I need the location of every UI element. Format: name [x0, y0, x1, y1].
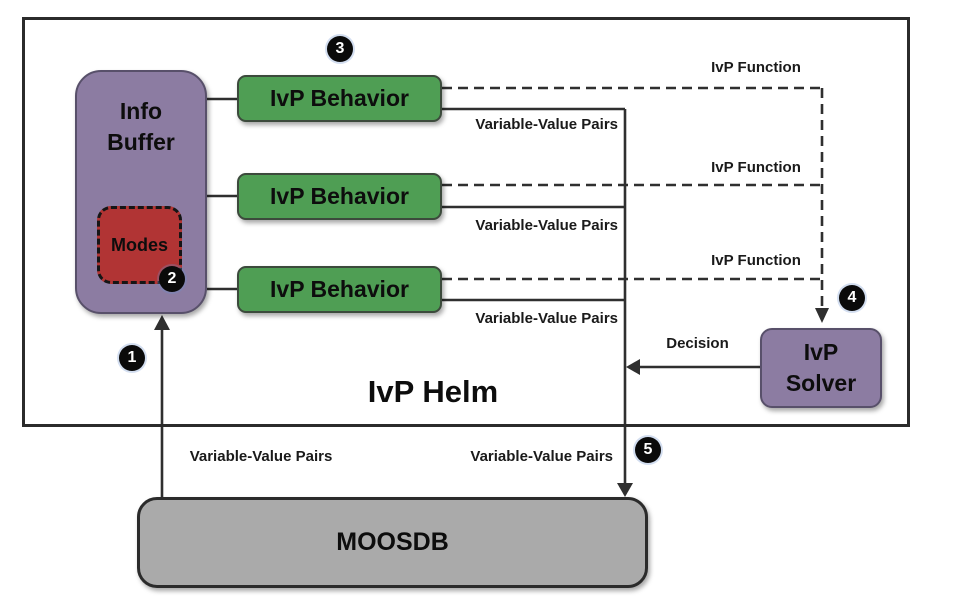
step-badge-5: 5: [635, 437, 661, 463]
ivp-helm-frame: [22, 17, 910, 427]
ivp-helm-title: IvP Helm: [367, 374, 499, 409]
info-buffer-label: Info Buffer: [107, 96, 175, 158]
info-buffer-label-line1: Info: [119, 98, 163, 124]
step-badge-1: 1: [119, 345, 145, 371]
ivp-behavior-label-2: IvP Behavior: [270, 182, 409, 209]
ivp-behavior-box-3: IvP Behavior: [237, 266, 442, 313]
info-buffer-label-line2: Buffer: [107, 129, 175, 156]
decision-label: Decision: [666, 335, 729, 352]
modes-box: Modes: [97, 206, 182, 284]
ivp-behavior-label-1: IvP Behavior: [270, 84, 409, 111]
ivp-function-label-1: IvP Function: [711, 59, 801, 76]
arrowhead-into-moosdb: [617, 483, 633, 497]
ivp-behavior-box-1: IvP Behavior: [237, 75, 442, 122]
step-badge-3: 3: [327, 36, 353, 62]
step-badge-2: 2: [159, 266, 185, 292]
ivp-solver-label-line1: IvP: [803, 338, 839, 365]
moosdb-label: MOOSDB: [336, 527, 449, 556]
ivp-function-label-3: IvP Function: [711, 252, 801, 269]
variable-value-pairs-label-moosdb-up: Variable-Value Pairs: [189, 448, 333, 465]
ivp-behavior-label-3: IvP Behavior: [270, 275, 409, 302]
variable-value-pairs-label-1: Variable-Value Pairs: [475, 116, 618, 133]
ivp-solver-label-line2: Solver: [785, 370, 857, 396]
ivp-behavior-box-2: IvP Behavior: [237, 173, 442, 220]
moosdb-box: MOOSDB: [137, 497, 648, 588]
step-badge-4: 4: [839, 285, 865, 311]
variable-value-pairs-label-2: Variable-Value Pairs: [475, 217, 618, 234]
variable-value-pairs-label-moosdb-down: Variable-Value Pairs: [470, 448, 613, 465]
ivp-function-label-2: IvP Function: [711, 159, 801, 176]
modes-label: Modes: [110, 234, 168, 255]
ivp-solver-label: IvP Solver: [786, 337, 856, 399]
variable-value-pairs-label-3: Variable-Value Pairs: [475, 310, 618, 327]
ivp-solver-box: IvP Solver: [760, 328, 882, 408]
